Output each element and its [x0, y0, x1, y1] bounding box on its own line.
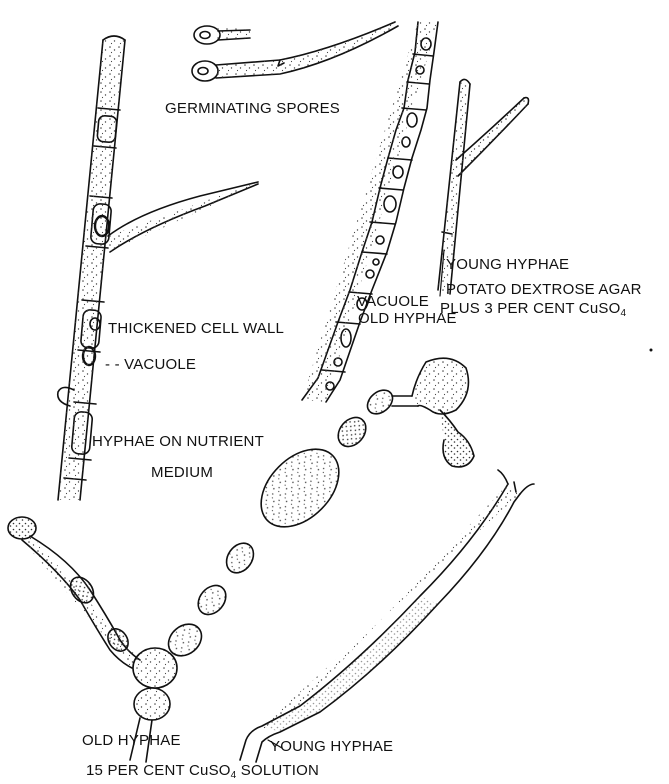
label-plus-cuso4-subscript: 4: [620, 308, 626, 319]
label-vacuole-right: VACUOLE: [357, 293, 429, 310]
label-potato-dextrose-agar: POTATO DEXTROSE AGAR: [446, 281, 642, 298]
label-vacuole-left: - - VACUOLE: [105, 356, 196, 373]
label-old-hyphae-bottom: OLD HYPHAE: [82, 732, 181, 749]
label-plus-cuso4: PLUS 3 PER CENT CuSO4: [440, 300, 626, 322]
stray-dot: [650, 349, 653, 352]
label-hyphae-nutrient-line1: HYPHAE ON NUTRIENT: [92, 433, 264, 450]
label-plus-cuso4-text: PLUS 3 PER CENT CuSO: [440, 300, 620, 317]
germinating-spores: [192, 22, 398, 81]
label-young-hyphae-bottom: YOUNG HYPHAE: [270, 738, 393, 755]
label-thickened-cell-wall: THICKENED CELL WALL: [108, 320, 284, 337]
label-old-hyphae-top: OLD HYPHAE: [358, 310, 457, 327]
label-germinating-spores: GERMINATING SPORES: [165, 100, 340, 117]
label-cuso4-solution: 15 PER CENT CuSO4 SOLUTION: [86, 762, 319, 784]
label-cuso4-solution-text: 15 PER CENT CuSO: [86, 762, 231, 779]
label-cuso4-solution-suffix: SOLUTION: [236, 762, 319, 779]
old-hyphae-agar: [302, 22, 438, 402]
label-young-hyphae-top: YOUNG HYPHAE: [446, 256, 569, 273]
label-hyphae-nutrient-line2: MEDIUM: [151, 464, 213, 481]
